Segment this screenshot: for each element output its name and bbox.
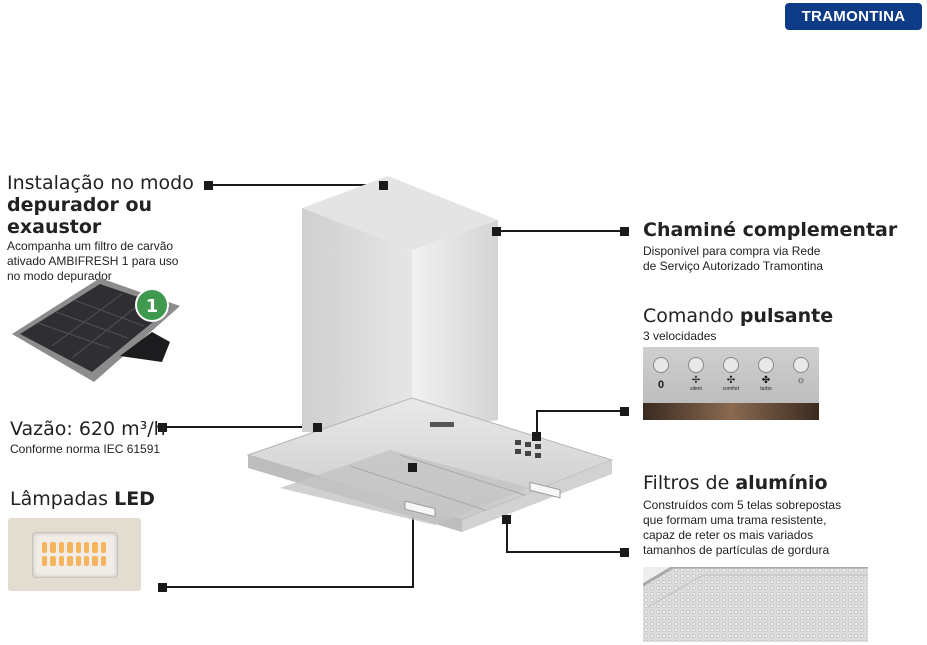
connector-end [502,515,511,524]
led-title: Lâmpadas [10,488,109,510]
control-button: ✢ silent [682,357,710,392]
led-title-bold: LED [114,488,155,510]
power-icon: 0 [657,379,665,391]
control-button: ✣ comfort [717,357,745,392]
callout-control: Comando pulsante 3 velocidades [643,305,923,344]
callout-flow: Vazão: 620 m³/h Conforme norma IEC 61591 [10,418,210,457]
fan-low-icon: ✢ [691,375,701,386]
range-hood-image [246,176,614,532]
filters-desc-line: capaz de reter os mais variados [643,528,814,542]
filters-title: Filtros de [643,472,730,494]
control-button: 0 [647,357,675,392]
connector-end [408,463,417,472]
connector-end [492,227,501,236]
connector-control [536,410,625,436]
flow-desc: Conforme norma IEC 61591 [10,442,161,456]
chimney-desc-line: de Serviço Autorizado Tramontina [643,259,824,273]
chimney-desc-line: Disponível para compra via Rede [643,244,821,258]
led-lamp-image [8,518,141,591]
filters-desc-line: Construídos com 5 telas sobrepostas [643,498,842,512]
filters-desc-line: tamanhos de partículas de gordura [643,543,830,557]
callout-filters: Filtros de alumínio Construídos com 5 te… [643,472,923,558]
connector-filters [506,519,625,553]
control-desc: 3 velocidades [643,329,717,343]
filters-title-bold: alumínio [735,472,828,494]
control-panel-image: 0 ✢ silent ✣ comfort ✤ turbo ☼ [643,347,819,420]
control-title: Comando [643,305,734,327]
connector-end [620,227,629,236]
chimney-title: Chaminé complementar [643,219,898,241]
button-label: silent [690,386,702,392]
callout-led: Lâmpadas LED [10,488,210,510]
install-title-bold: depurador ou exaustor [7,194,153,238]
connector-end [313,423,322,432]
fan-mid-icon: ✣ [726,375,736,386]
connector-end [620,407,629,416]
filter-badge-number: 1 [146,296,159,317]
connector-end [532,432,541,441]
control-title-bold: pulsante [739,305,834,327]
filters-desc-line: que formam uma trama resistente, [643,513,827,527]
fan-high-icon: ✤ [761,375,771,386]
control-button: ✤ turbo [752,357,780,392]
install-desc-line: ativado AMBIFRESH 1 para uso [7,254,179,268]
tramontina-logo: TRAMONTINA [785,3,922,30]
badge-circle [135,288,169,322]
connector-end [204,181,213,190]
button-label: turbo [760,386,772,392]
control-button: ☼ [787,357,815,392]
connector-end [158,423,167,432]
callout-chimney: Chaminé complementar Disponível para com… [643,219,923,274]
callout-install: Instalação no modo depurador ou exaustor… [7,172,207,284]
button-label: comfort [722,386,740,392]
connector-end [620,548,629,557]
connector-end [379,181,388,190]
aluminum-filter-image [643,567,868,642]
install-title: Instalação no modo [7,172,194,194]
connector-end [158,583,167,592]
carbon-filter-image: 1 [12,278,180,382]
flow-title: Vazão: 620 m³/h [10,418,166,440]
light-icon: ☼ [796,375,806,386]
install-desc-line: no modo depurador [7,269,112,283]
install-desc-line: Acompanha um filtro de carvão [7,239,174,253]
